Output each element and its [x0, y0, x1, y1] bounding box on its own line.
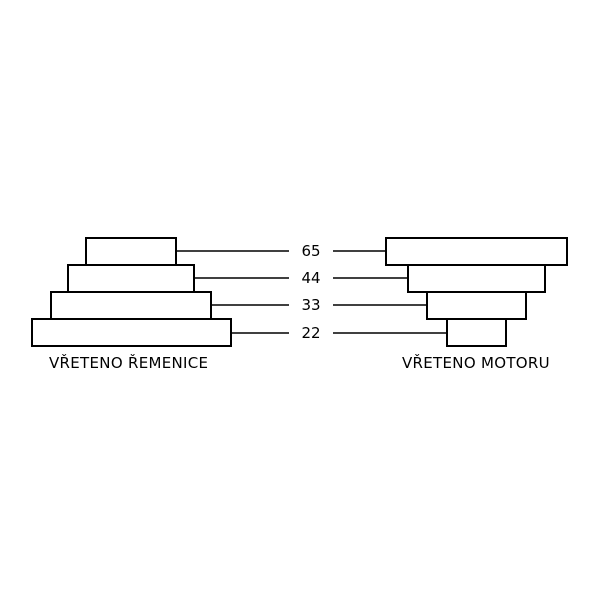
spindle-pulley-caption: VŘETENO ŘEMENICE: [49, 353, 208, 372]
spindle-step-3: [50, 291, 212, 320]
motor-pulley-caption: VŘETENO MOTORU: [402, 353, 550, 372]
leader-lines: [176, 250, 447, 334]
speed-label-2: 44: [301, 269, 320, 287]
motor-step-4: [446, 318, 507, 347]
motor-step-3: [426, 291, 527, 320]
spindle-pulley: [31, 237, 232, 347]
motor-step-2: [407, 264, 546, 293]
speed-labels: 65 44 33 22: [301, 242, 320, 342]
motor-step-1: [385, 237, 568, 266]
spindle-step-2: [67, 264, 195, 293]
speed-label-3: 33: [301, 296, 320, 314]
motor-pulley: [385, 237, 568, 347]
spindle-step-1: [85, 237, 177, 266]
speed-label-4: 22: [301, 324, 320, 342]
speed-label-1: 65: [301, 242, 320, 260]
spindle-step-4: [31, 318, 232, 347]
